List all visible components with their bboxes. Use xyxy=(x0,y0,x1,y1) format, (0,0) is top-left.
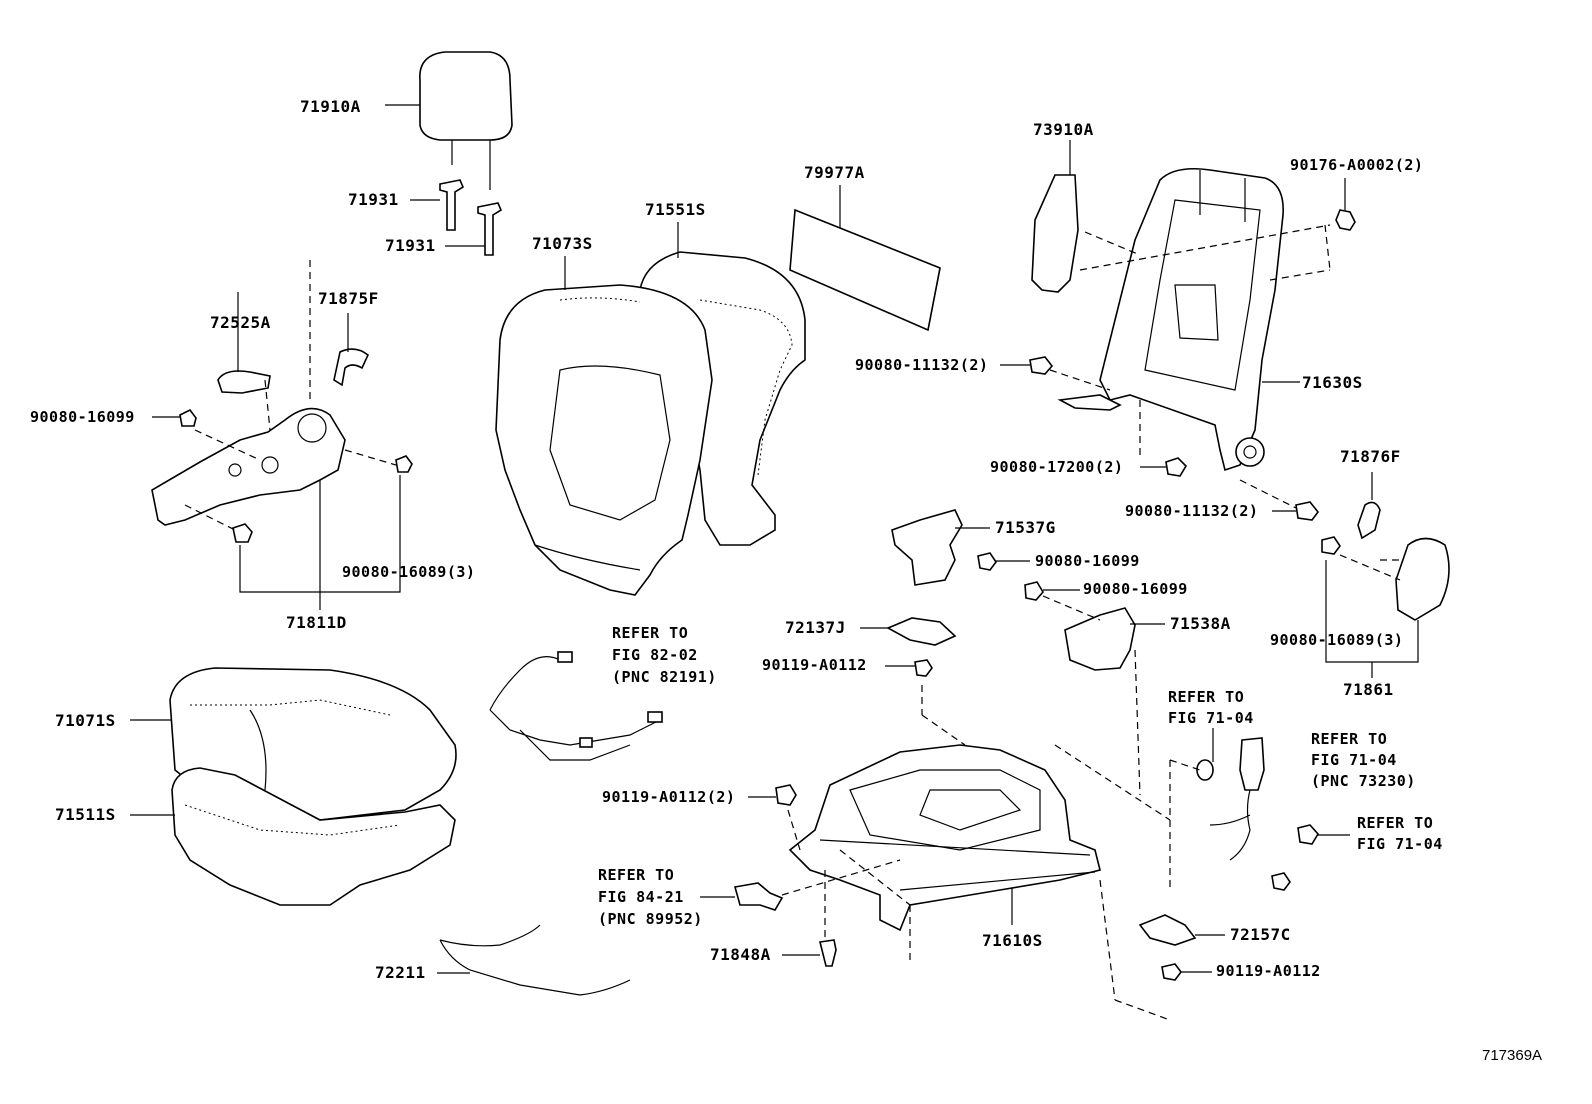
cover-71875F-shape xyxy=(333,348,369,387)
headrest-shape xyxy=(419,51,513,141)
clip-71848A-shape xyxy=(819,939,837,967)
connector-shape xyxy=(733,882,784,911)
ref-71-washer-line1: REFER TO xyxy=(1168,688,1244,706)
ref-82-line2: FIG 82-02 xyxy=(612,646,698,664)
ref-82-line1: REFER TO xyxy=(612,624,688,642)
label-72157C: 72157C xyxy=(1230,925,1291,944)
wire-72211-group xyxy=(437,924,631,996)
recliner-left-group xyxy=(151,260,413,610)
label-90080-17200: 90080-17200(2) xyxy=(990,458,1123,476)
ref-71-washer-line2: FIG 71-04 xyxy=(1168,709,1254,727)
ref-71-nut-line2: FIG 71-04 xyxy=(1357,835,1443,853)
label-71537G: 71537G xyxy=(995,518,1056,537)
ref-71-buckle-line3: (PNC 73230) xyxy=(1311,772,1416,790)
back-cover-shape xyxy=(495,284,713,596)
label-71875F: 71875F xyxy=(318,289,379,308)
adjuster-group xyxy=(700,744,1171,1021)
label-71630S: 71630S xyxy=(1302,373,1363,392)
label-71931-a: 71931 xyxy=(348,190,399,209)
label-71931-b: 71931 xyxy=(385,236,436,255)
adjuster-shape xyxy=(788,744,1101,932)
seatback-group xyxy=(495,222,806,596)
support-shape-1 xyxy=(439,179,465,231)
label-90119-A0112-b: 90119-A0112(2) xyxy=(602,788,735,806)
board-group xyxy=(789,185,941,332)
support-shape-2 xyxy=(477,202,503,256)
right-shield-group xyxy=(1321,472,1450,678)
label-90080-16089-right: 90080-16089(3) xyxy=(1270,631,1403,649)
label-71848A: 71848A xyxy=(710,945,771,964)
headrest-group xyxy=(385,51,513,256)
harness-group xyxy=(489,651,663,761)
label-90080-16099-mid-1: 90080-16099 xyxy=(1035,552,1140,570)
ref-71-buckle-line1: REFER TO xyxy=(1311,730,1387,748)
label-90119-A0112-c: 90119-A0112 xyxy=(1216,962,1321,980)
labels: 71910A 71931 71931 72525A 71875F 90080-1… xyxy=(30,97,1542,1064)
label-79977A: 79977A xyxy=(804,163,865,182)
label-90080-11132-a: 90080-11132(2) xyxy=(855,356,988,374)
label-71861: 71861 xyxy=(1343,680,1394,699)
ref-71-nut-line1: REFER TO xyxy=(1357,814,1433,832)
label-72525A: 72525A xyxy=(210,313,271,332)
bracket-71538A-shape xyxy=(1064,607,1136,671)
label-90080-16089-left: 90080-16089(3) xyxy=(342,563,475,581)
label-90080-16099-left: 90080-16099 xyxy=(30,408,135,426)
buckle-group xyxy=(1138,728,1350,981)
ref-84-line3: (PNC 89952) xyxy=(598,910,703,928)
label-71610S: 71610S xyxy=(982,931,1043,950)
ref-84-line2: FIG 84-21 xyxy=(598,888,684,906)
cover-72157C-shape xyxy=(1138,914,1197,946)
cushion-group xyxy=(130,667,457,906)
label-71511S: 71511S xyxy=(55,805,116,824)
cover-71876F-shape xyxy=(1357,501,1381,540)
clip-group xyxy=(860,617,966,746)
label-71538A: 71538A xyxy=(1170,614,1231,633)
clip-72137J-shape xyxy=(886,617,957,646)
lever-knob-shape xyxy=(217,370,271,394)
ref-82-line3: (PNC 82191) xyxy=(612,668,717,686)
label-71551S: 71551S xyxy=(645,200,706,219)
airbag-shape xyxy=(1031,174,1079,293)
buckle-shape xyxy=(1239,737,1265,791)
label-71073S: 71073S xyxy=(532,234,593,253)
label-90119-A0112-a: 90119-A0112 xyxy=(762,656,867,674)
ref-84-line1: REFER TO xyxy=(598,866,674,884)
ref-71-buckle-line2: FIG 71-04 xyxy=(1311,751,1397,769)
shield-inner-shape xyxy=(151,407,346,526)
frame-back-shape xyxy=(1099,167,1284,472)
shield-outer-shape xyxy=(1395,537,1450,621)
label-73910A: 73910A xyxy=(1033,120,1094,139)
cushion-pad-shape xyxy=(171,767,456,906)
brackets-group xyxy=(891,509,1165,796)
label-90080-11132-b: 90080-11132(2) xyxy=(1125,502,1258,520)
label-71811D: 71811D xyxy=(286,613,347,632)
label-71876F: 71876F xyxy=(1340,447,1401,466)
frame-group xyxy=(1000,140,1356,521)
bracket-71537G-shape xyxy=(891,509,963,586)
board-shape xyxy=(789,208,941,332)
label-90176-A0002: 90176-A0002(2) xyxy=(1290,156,1423,174)
label-72211: 72211 xyxy=(375,963,426,982)
label-71071S: 71071S xyxy=(55,711,116,730)
label-90080-16099-mid-2: 90080-16099 xyxy=(1083,580,1188,598)
figure-id: 717369A xyxy=(1482,1047,1542,1064)
label-72137J: 72137J xyxy=(785,618,846,637)
label-71910A: 71910A xyxy=(300,97,361,116)
